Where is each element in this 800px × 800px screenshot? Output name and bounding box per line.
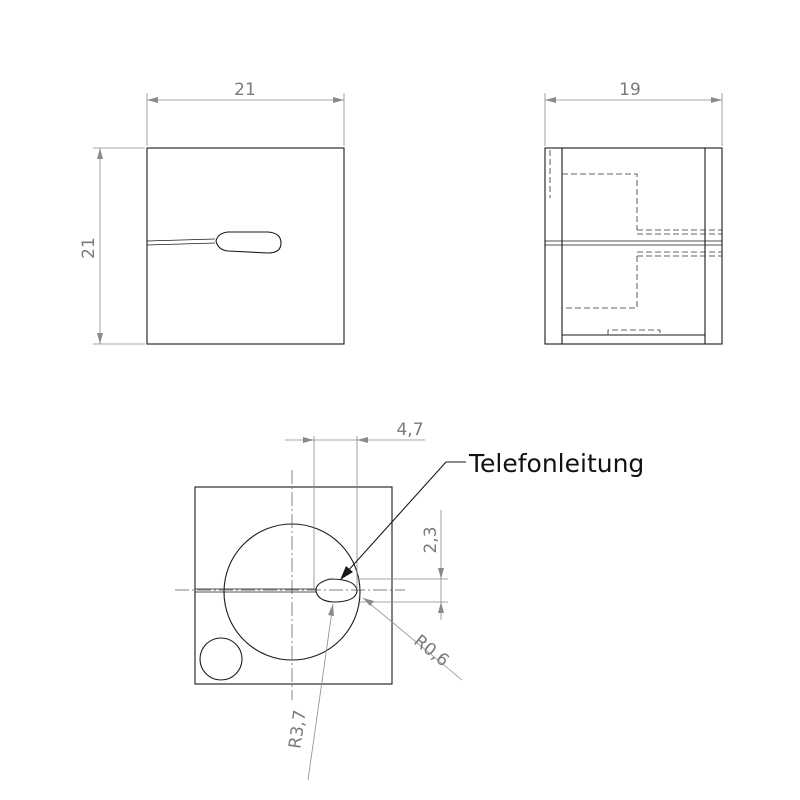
- arrow-head: [303, 437, 314, 443]
- cable-label: Telefonleitung: [468, 449, 644, 478]
- section-view: 4,7 2,3 R0,6 R3,7 Telefonleitung: [175, 420, 644, 781]
- cable-slot: [215, 231, 282, 254]
- front-outline: [146, 147, 345, 345]
- front-width-dim-text: 21: [234, 80, 256, 100]
- side-view: 19: [544, 80, 723, 345]
- callout-leader: [345, 461, 447, 574]
- large-radius-leader: [307, 603, 334, 781]
- hidden-line: [562, 256, 638, 309]
- arrow-head: [438, 568, 444, 579]
- front-slit-bottom: [146, 242, 216, 246]
- hidden-line: [607, 329, 661, 335]
- hidden-line: [562, 173, 638, 230]
- arrow-head: [97, 333, 103, 344]
- small-radius-leader: [362, 597, 463, 681]
- section-outline: [194, 486, 393, 685]
- arrow-head: [147, 97, 158, 103]
- arrow-head: [711, 97, 722, 103]
- section-cable-slot: [315, 578, 358, 603]
- offset-dim-text: 4,7: [396, 420, 423, 440]
- arrow-head: [438, 602, 444, 613]
- side-outline: [544, 147, 723, 345]
- arrow-head: [97, 148, 103, 159]
- side-width-dim-text: 19: [619, 80, 641, 100]
- arrow-head: [363, 598, 374, 606]
- front-view: 21 21: [79, 80, 345, 345]
- small-radius-dim-text: R0,6: [410, 631, 453, 671]
- arrow-head: [545, 97, 556, 103]
- large-radius-dim-text: R3,7: [285, 709, 310, 750]
- height-dim-text: 2,3: [421, 526, 441, 553]
- front-height-dim-text: 21: [79, 237, 99, 259]
- arrow-head: [328, 604, 334, 616]
- small-hole: [199, 637, 243, 681]
- arrow-head: [333, 97, 344, 103]
- arrow-head: [340, 566, 353, 580]
- arrow-head: [357, 437, 368, 443]
- front-slit-top: [146, 238, 216, 242]
